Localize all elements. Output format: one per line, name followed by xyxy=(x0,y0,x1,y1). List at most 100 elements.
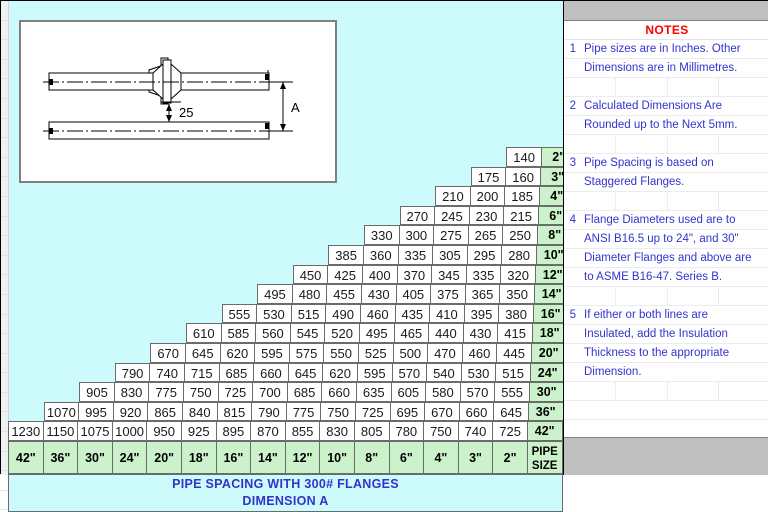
note-line: to ASME B16-47. Series B. xyxy=(564,268,768,287)
spacing-value-cell: 725 xyxy=(217,382,254,402)
spacing-value-cell: 525 xyxy=(357,342,394,363)
note-text: Rounded up to the Next 5mm. xyxy=(584,119,738,131)
note-text: Dimensions are in Millimetres. xyxy=(584,62,738,74)
spacing-value-cell: 430 xyxy=(360,284,397,304)
empty-cell xyxy=(435,167,471,187)
spacer-cell xyxy=(719,78,768,96)
spacing-value-cell: 405 xyxy=(395,284,432,304)
column-header-cell: 16" xyxy=(215,441,252,474)
empty-cell xyxy=(186,304,222,324)
empty-cell xyxy=(115,284,151,304)
note-number: 4 xyxy=(569,214,576,226)
empty-cell xyxy=(293,147,329,167)
spacing-value-cell: 280 xyxy=(501,244,537,265)
spacing-value-cell: 425 xyxy=(327,264,363,285)
spacing-value-cell: 140 xyxy=(506,147,542,167)
empty-cell xyxy=(8,167,44,187)
empty-cell xyxy=(257,147,293,167)
empty-cell xyxy=(222,206,258,226)
spacer-cell xyxy=(719,382,768,400)
spacing-value-cell: 395 xyxy=(463,303,500,324)
empty-cell xyxy=(257,167,293,187)
empty-cell xyxy=(186,245,222,265)
spacing-value-cell: 580 xyxy=(425,382,461,402)
empty-cell xyxy=(364,147,400,167)
note-line: Thickness to the appropriate xyxy=(564,344,768,363)
spacing-value-cell: 295 xyxy=(466,244,503,265)
column-header-cell: 6" xyxy=(388,441,425,474)
empty-cell xyxy=(364,167,400,187)
spacer-cell xyxy=(668,192,720,210)
note-number: 5 xyxy=(569,309,576,321)
spacing-value-cell: 445 xyxy=(496,342,532,363)
column-header-cell: 3" xyxy=(457,441,494,474)
spacing-value-cell: 515 xyxy=(495,362,531,383)
empty-cell xyxy=(8,402,44,422)
chart-title-line2: DIMENSION A xyxy=(242,494,329,508)
spacing-value-cell: 660 xyxy=(321,382,357,402)
empty-sheet-row xyxy=(564,401,768,420)
spacing-value-cell: 740 xyxy=(457,421,494,441)
spacing-value-cell: 200 xyxy=(469,186,506,206)
sheet-row-marker xyxy=(1,217,8,237)
spacing-value-cell: 685 xyxy=(218,362,255,383)
empty-cell xyxy=(400,186,436,206)
spacing-value-cell: 865 xyxy=(147,401,183,422)
empty-cell xyxy=(8,284,44,304)
spacing-value-cell: 620 xyxy=(322,362,358,383)
empty-cell xyxy=(44,186,80,206)
empty-cell xyxy=(8,265,44,285)
row-header-pipe-size: 36" xyxy=(527,401,564,422)
spacing-value-cell: 1230 xyxy=(8,421,44,441)
empty-cell xyxy=(328,147,364,167)
spacing-value-cell: 470 xyxy=(427,342,463,363)
empty-cell xyxy=(150,304,186,324)
empty-cell xyxy=(79,167,115,187)
spacing-value-cell: 790 xyxy=(114,362,151,383)
spacing-value-cell: 1150 xyxy=(42,421,79,441)
empty-cell xyxy=(44,323,80,343)
empty-cell xyxy=(150,167,186,187)
empty-cell xyxy=(222,284,258,304)
empty-cell xyxy=(44,382,80,402)
note-text: Dimension. xyxy=(584,366,642,378)
spacing-value-cell: 370 xyxy=(396,264,433,285)
sheet-row-marker xyxy=(1,275,8,295)
spacing-value-cell: 805 xyxy=(353,421,390,441)
spacing-value-cell: 550 xyxy=(323,342,359,363)
spacing-value-cell: 495 xyxy=(358,323,395,343)
top-grey-band xyxy=(564,1,768,21)
empty-cell xyxy=(8,343,44,363)
spacing-value-cell: 305 xyxy=(432,244,468,265)
notes-title: NOTES xyxy=(564,21,768,40)
sheet-row-marker xyxy=(1,452,8,472)
note-number xyxy=(564,116,580,134)
note-text: Pipe sizes are in Inches. Other xyxy=(584,43,741,55)
empty-cell xyxy=(8,245,44,265)
empty-cell xyxy=(79,245,115,265)
empty-cell xyxy=(79,147,115,167)
note-line: Rounded up to the Next 5mm. xyxy=(564,116,768,135)
spacing-value-cell: 725 xyxy=(492,421,528,441)
empty-cell xyxy=(79,343,115,363)
spacing-value-cell: 350 xyxy=(499,284,535,304)
spacing-value-cell: 670 xyxy=(150,342,186,363)
spacing-value-cell: 265 xyxy=(467,225,504,245)
empty-cell xyxy=(222,167,258,187)
empty-cell xyxy=(293,167,329,187)
empty-cell xyxy=(257,265,293,285)
spacing-value-cell: 400 xyxy=(361,264,398,285)
spacer-cell xyxy=(616,382,668,400)
empty-cell xyxy=(150,225,186,245)
empty-cell xyxy=(79,265,115,285)
empty-cell xyxy=(79,304,115,324)
note-number xyxy=(564,173,580,191)
empty-cell xyxy=(435,147,471,167)
spacing-value-cell: 610 xyxy=(185,323,222,343)
